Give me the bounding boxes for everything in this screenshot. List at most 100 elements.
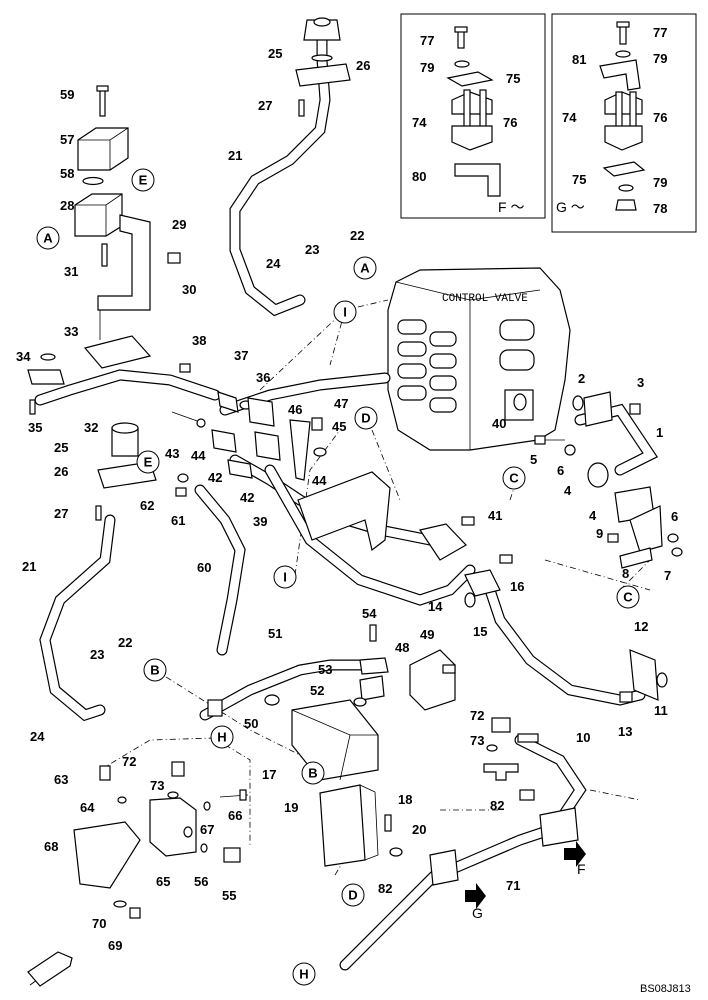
callout-68: 68: [44, 839, 58, 854]
callout-72-left: 72: [122, 754, 136, 769]
callout-82-right: 82: [490, 798, 504, 813]
callout-44-right: 44: [312, 473, 327, 488]
ref-circle-d-top: [354, 406, 378, 430]
callout-73-left: 73: [150, 778, 164, 793]
callout-74-f: 74: [412, 115, 427, 130]
callout-82-left: 82: [378, 881, 392, 896]
callout-75-f: 75: [506, 71, 520, 86]
ref-circle-e-top: [131, 168, 155, 192]
callout-37: 37: [234, 348, 248, 363]
callout-11: 11: [654, 703, 668, 718]
callout-50: 50: [244, 716, 258, 731]
callout-10: 10: [576, 730, 590, 745]
callout-26-mid: 26: [54, 464, 68, 479]
callout-45: 45: [332, 419, 346, 434]
ref-circle-e-mid: [136, 450, 160, 474]
ref-circle-d-bottom: [341, 883, 365, 907]
ref-circle-b-left: [143, 658, 167, 682]
ref-circle-c-bottom: [616, 585, 640, 609]
callout-33: 33: [64, 324, 78, 339]
callout-41: 41: [488, 508, 502, 523]
callout-75-g: 75: [572, 172, 586, 187]
callout-23-top: 23: [305, 242, 319, 257]
callout-56: 56: [194, 874, 208, 889]
inset-g-parts: [599, 21, 646, 211]
callout-25-top: 25: [268, 46, 282, 61]
callout-76-g: 76: [653, 110, 667, 125]
callout-42-right: 42: [240, 490, 254, 505]
callout-51: 51: [268, 626, 282, 641]
callout-40: 40: [492, 416, 506, 431]
ref-a-left: A: [43, 231, 53, 246]
callout-labels: 77 79 75 74 76 80 77 79 81 74 76 75 79 7…: [16, 25, 678, 953]
callout-39: 39: [253, 514, 267, 529]
callout-67: 67: [200, 822, 214, 837]
callout-1: 1: [656, 425, 663, 440]
callout-71: 71: [506, 878, 520, 893]
callout-4-top: 4: [564, 483, 572, 498]
callout-73-right: 73: [470, 733, 484, 748]
callout-21-mid: 21: [22, 559, 36, 574]
callout-38: 38: [192, 333, 206, 348]
callout-26-top: 26: [356, 58, 370, 73]
callout-5: 5: [530, 452, 537, 467]
ref-i-bottom: I: [283, 570, 287, 585]
callout-78-g: 78: [653, 201, 667, 216]
callout-3: 3: [637, 375, 644, 390]
callout-8: 8: [622, 566, 629, 581]
callout-25-mid: 25: [54, 440, 68, 455]
callout-16: 16: [510, 579, 524, 594]
inset-f-parts: [446, 26, 501, 197]
callout-12: 12: [634, 619, 648, 634]
callout-30: 30: [182, 282, 196, 297]
callout-81-g: 81: [572, 52, 586, 67]
ref-d-bottom: D: [348, 888, 357, 903]
ref-circle-b-right: [301, 761, 325, 785]
callout-14: 14: [428, 599, 443, 614]
callout-61: 61: [171, 513, 185, 528]
hoses: [39, 24, 646, 971]
callout-77-g: 77: [653, 25, 667, 40]
callout-59: 59: [60, 87, 74, 102]
ref-circle-a-left: [36, 226, 60, 250]
callout-24-mid: 24: [30, 729, 45, 744]
callout-55: 55: [222, 888, 236, 903]
callout-48: 48: [395, 640, 409, 655]
callout-29: 29: [172, 217, 186, 232]
callout-76-f: 76: [503, 115, 517, 130]
callout-35: 35: [28, 420, 42, 435]
callout-6-bottom: 6: [671, 509, 678, 524]
callout-36: 36: [256, 370, 270, 385]
callout-77-f: 77: [420, 33, 434, 48]
callout-53: 53: [318, 662, 332, 677]
ref-c-top: C: [509, 471, 519, 486]
callout-31: 31: [64, 264, 78, 279]
ref-circle-c-top: [502, 466, 526, 490]
inset-f-frame: [400, 13, 546, 219]
callout-72-right: 72: [470, 708, 484, 723]
callout-80-f: 80: [412, 169, 426, 184]
callout-70: 70: [92, 916, 106, 931]
callout-43: 43: [165, 446, 179, 461]
ref-h-top: H: [217, 730, 226, 745]
callout-21-top: 21: [228, 148, 242, 163]
arrow-tag-f: F: [577, 861, 586, 877]
ref-circle-a-right: [353, 256, 377, 280]
callout-23-mid: 23: [90, 647, 104, 662]
callout-13: 13: [618, 724, 632, 739]
callout-15: 15: [473, 624, 487, 639]
callout-60: 60: [197, 560, 211, 575]
arrow-markers: [27, 841, 586, 987]
reference-markers: A E A E I D C I C B H B D H: [36, 168, 640, 986]
ref-circle-h-bottom: [292, 962, 316, 986]
callout-65: 65: [156, 874, 170, 889]
callout-57: 57: [60, 132, 74, 147]
control-valve-label: CONTROL VALVE: [442, 293, 528, 305]
callout-79-f: 79: [420, 60, 434, 75]
callout-9: 9: [596, 526, 603, 541]
callout-4-bottom: 4: [589, 508, 597, 523]
callout-17: 17: [262, 767, 276, 782]
callout-22-mid: 22: [118, 635, 132, 650]
callout-54: 54: [362, 606, 377, 621]
